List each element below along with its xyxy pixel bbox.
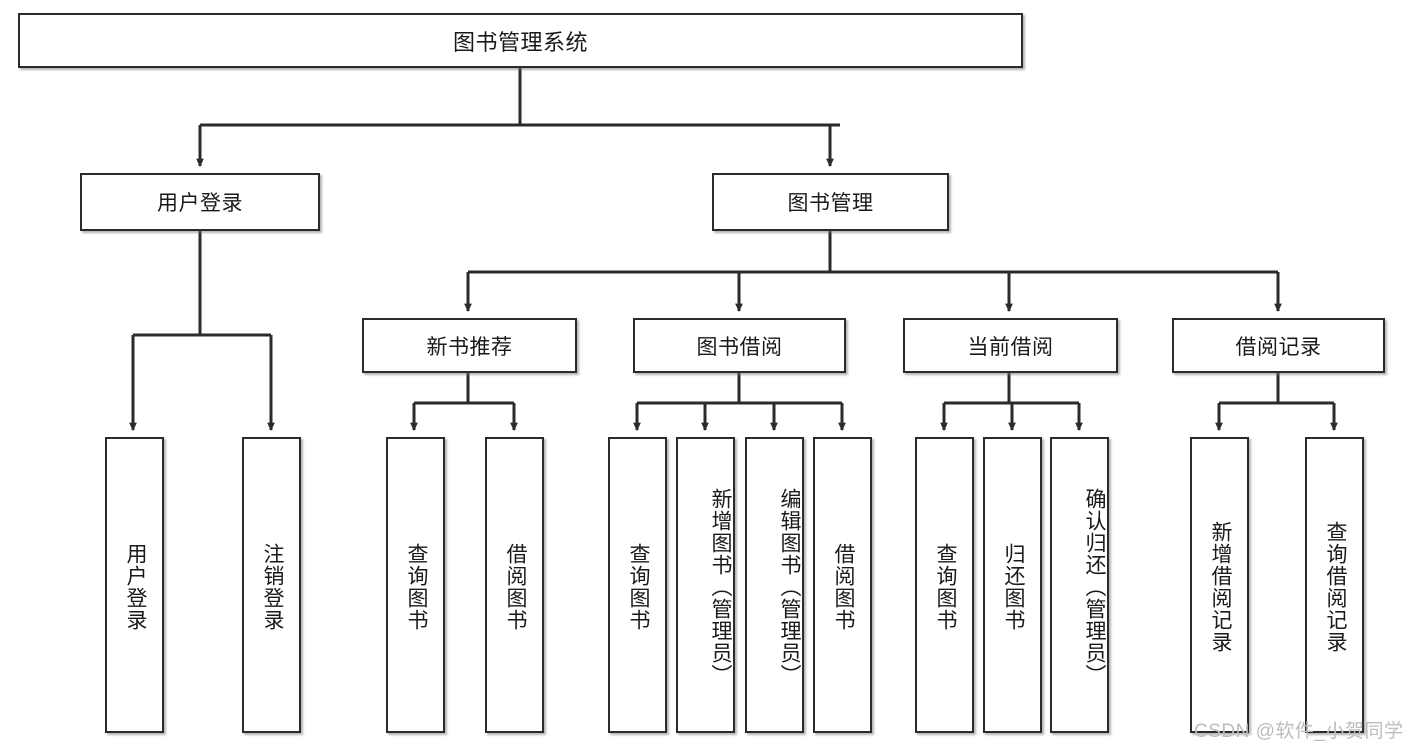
node-leaf-add-book-label: 新增图书（管理员） xyxy=(709,488,732,686)
node-root-label: 图书管理系统 xyxy=(452,29,588,55)
node-leaf-edit-book[interactable]: 编辑图书（管理员） xyxy=(745,437,804,733)
node-leaf-confirm-return-label: 确认归还（管理员） xyxy=(1083,488,1106,686)
watermark: CSDN @软件_小贺同学 xyxy=(1194,721,1404,742)
node-new-book-rec[interactable]: 新书推荐 xyxy=(362,318,577,373)
node-leaf-query-book-rec-label: 查询图书 xyxy=(404,543,428,631)
node-leaf-add-book[interactable]: 新增图书（管理员） xyxy=(676,437,735,733)
node-leaf-confirm-return[interactable]: 确认归还（管理员） xyxy=(1050,437,1109,733)
node-leaf-logout-label: 注销登录 xyxy=(260,543,284,631)
node-leaf-borrow-book-rec-label: 借阅图书 xyxy=(503,543,527,631)
node-leaf-query-book-cur-label: 查询图书 xyxy=(933,543,957,631)
node-current-borrow[interactable]: 当前借阅 xyxy=(903,318,1118,373)
node-leaf-return-book-label: 归还图书 xyxy=(1001,543,1025,631)
node-leaf-query-record-label: 查询借阅记录 xyxy=(1323,521,1347,653)
node-leaf-logout[interactable]: 注销登录 xyxy=(242,437,301,733)
node-borrow-record[interactable]: 借阅记录 xyxy=(1172,318,1385,373)
node-leaf-borrow-book-label: 借阅图书 xyxy=(831,543,855,631)
node-leaf-query-record[interactable]: 查询借阅记录 xyxy=(1305,437,1364,733)
node-leaf-return-book[interactable]: 归还图书 xyxy=(983,437,1042,733)
node-leaf-edit-book-label: 编辑图书（管理员） xyxy=(778,488,801,686)
node-book-borrow[interactable]: 图书借阅 xyxy=(633,318,846,373)
node-user-login-label: 用户登录 xyxy=(157,192,243,215)
node-borrow-record-label: 借阅记录 xyxy=(1235,335,1322,359)
node-new-book-rec-label: 新书推荐 xyxy=(426,335,513,359)
node-leaf-borrow-book[interactable]: 借阅图书 xyxy=(813,437,872,733)
node-leaf-query-book-label: 查询图书 xyxy=(626,543,650,631)
node-current-borrow-label: 当前借阅 xyxy=(967,335,1054,359)
node-root[interactable]: 图书管理系统 xyxy=(18,13,1023,68)
node-leaf-query-book-rec[interactable]: 查询图书 xyxy=(386,437,445,733)
node-leaf-query-book-cur[interactable]: 查询图书 xyxy=(915,437,974,733)
node-book-manage-label: 图书管理 xyxy=(787,192,874,215)
node-leaf-user-login[interactable]: 用户登录 xyxy=(105,437,164,733)
node-leaf-borrow-book-rec[interactable]: 借阅图书 xyxy=(485,437,544,733)
node-user-login[interactable]: 用户登录 xyxy=(80,173,320,231)
node-book-manage[interactable]: 图书管理 xyxy=(712,173,949,231)
node-book-borrow-label: 图书借阅 xyxy=(696,335,783,359)
node-leaf-user-login-label: 用户登录 xyxy=(123,543,147,631)
node-leaf-add-record-label: 新增借阅记录 xyxy=(1208,521,1232,653)
node-leaf-add-record[interactable]: 新增借阅记录 xyxy=(1190,437,1249,733)
node-leaf-query-book[interactable]: 查询图书 xyxy=(608,437,667,733)
